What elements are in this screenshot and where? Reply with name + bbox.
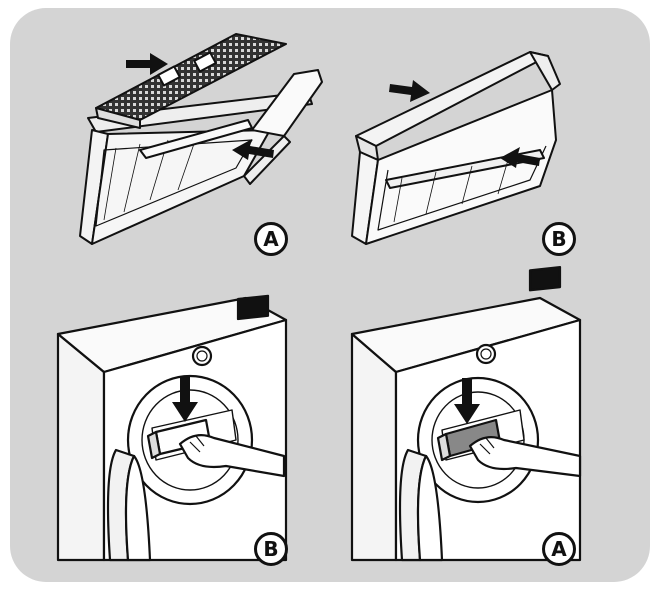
label-b-top-right: B — [542, 222, 576, 256]
arrow-right-icon — [389, 80, 430, 102]
machine-a-drawing — [350, 266, 582, 562]
filter-a-drawing — [79, 33, 323, 245]
arrow-left-icon — [232, 139, 274, 160]
label-a-bottom-right: A — [542, 532, 576, 566]
arrow-right-icon — [126, 53, 168, 75]
filter-b-drawing — [351, 51, 561, 245]
arrow-down-icon — [172, 376, 198, 422]
arrow-left-icon — [500, 147, 540, 168]
label-b-bottom-left: B — [254, 532, 288, 566]
arrow-down-icon — [454, 378, 480, 424]
machine-b-drawing — [56, 294, 288, 562]
label-a-top-left: A — [254, 222, 288, 256]
